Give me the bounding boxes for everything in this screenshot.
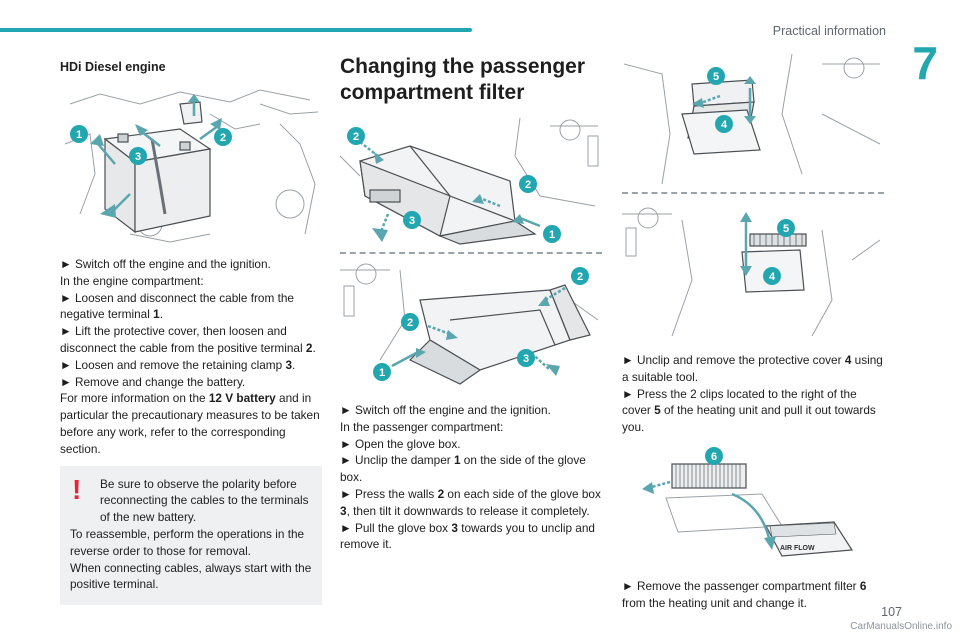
battery-more-info: For more information on the 12 V battery… xyxy=(60,391,320,456)
figure-divider-2 xyxy=(622,192,884,194)
glovebox2-callout-3-label: 3 xyxy=(523,353,529,365)
chapter-number: 7 xyxy=(912,37,938,89)
filter-title: Changing the passenger compartment filte… xyxy=(340,55,586,104)
callout-3-label: 3 xyxy=(135,151,141,163)
warning-line-2: To reassemble, perform the operations in… xyxy=(70,526,305,558)
watermark: CarManualsOnline.info xyxy=(850,621,952,632)
glovebox2-callout-3 xyxy=(517,349,535,367)
callout-2-badge xyxy=(214,128,232,146)
filter-instructions-1: ► Unclip and remove the protective cover… xyxy=(622,352,884,436)
glovebox-callout-3 xyxy=(403,211,421,229)
glovebox-callout-3-label: 3 xyxy=(409,215,415,227)
filter-step-2: ► Remove the passenger compartment filte… xyxy=(622,578,867,610)
battery-step-1: In the engine compartment: xyxy=(60,273,204,288)
warning-line-3: When connecting cables, always start wit… xyxy=(70,560,312,592)
battery-instructions: ► Switch off the engine and the ignition… xyxy=(60,256,322,458)
battery-title: HDi Diesel engine xyxy=(60,60,166,74)
glovebox-step-5: ► Pull the glove box 3 towards you to un… xyxy=(340,520,595,552)
glovebox2-callout-1 xyxy=(373,363,391,381)
cover-illustration-2: 5 4 xyxy=(622,207,881,337)
battery-figure: 1 3 2 xyxy=(60,84,322,246)
filter-step-1: ► Press the 2 clips located to the right… xyxy=(622,386,876,435)
filter-callout-6-label: 6 xyxy=(711,451,717,463)
glovebox-step-3: ► Unclip the damper 1 on the side of the… xyxy=(340,453,586,485)
glovebox-illustration-2: 2 2 3 1 xyxy=(340,263,599,385)
glovebox-callout-1-label: 1 xyxy=(549,229,555,241)
glovebox-instructions: ► Switch off the engine and the ignition… xyxy=(340,402,602,553)
column-glovebox: Changing the passenger compartment filte… xyxy=(340,54,602,553)
glovebox-callout-2b-label: 2 xyxy=(525,179,531,191)
callout-2-label: 2 xyxy=(220,132,226,144)
battery-step-3: ► Lift the protective cover, then loosen… xyxy=(60,324,316,355)
warning-box: ! Be sure to observe the polarity before… xyxy=(60,465,322,606)
glovebox-callout-2a-label: 2 xyxy=(353,131,359,143)
glovebox-step-4: ► Press the walls 2 on each side of the … xyxy=(340,486,601,518)
filter-illustration: AIR FLOW 6 xyxy=(642,446,854,557)
page-number: 107 xyxy=(881,605,902,619)
glovebox2-callout-2a xyxy=(571,267,589,285)
warning-icon: ! xyxy=(72,473,82,505)
column-battery: HDi Diesel engine xyxy=(60,54,322,606)
cover-callout-5 xyxy=(707,67,725,85)
filter-callout-6 xyxy=(705,446,723,465)
glovebox-callout-2b xyxy=(519,175,537,193)
glovebox-illustration-1: 2 2 3 1 xyxy=(340,117,599,245)
glovebox-step-1: In the passenger compartment: xyxy=(340,419,504,434)
cover2-callout-4 xyxy=(763,267,781,285)
column-filter: 5 4 xyxy=(622,54,884,612)
callout-1-badge xyxy=(70,125,88,143)
filter-figure: AIR FLOW 6 xyxy=(622,445,884,566)
cover-figure-2: 5 4 xyxy=(622,200,884,340)
glovebox-figure-2: 2 2 3 1 xyxy=(340,260,602,388)
filter-instructions-2: ► Remove the passenger compartment filte… xyxy=(622,578,884,612)
battery-step-0: ► Switch off the engine and the ignition… xyxy=(60,257,271,271)
airflow-label: AIR FLOW xyxy=(780,545,815,552)
cover2-callout-5-label: 5 xyxy=(783,223,789,235)
figure-divider xyxy=(340,252,602,254)
glovebox2-callout-2a-label: 2 xyxy=(577,271,583,283)
glovebox-step-0: ► Switch off the engine and the ignition… xyxy=(340,403,551,417)
glovebox2-callout-2b xyxy=(401,313,419,331)
cover2-callout-5 xyxy=(777,219,795,237)
section-title: Practical information xyxy=(772,24,886,38)
glovebox-callout-1 xyxy=(543,225,561,243)
filter-step-0: ► Unclip and remove the protective cover… xyxy=(622,353,883,384)
cover-illustration-1: 5 4 xyxy=(623,54,881,185)
cover-callout-4 xyxy=(715,115,733,133)
glovebox2-callout-1-label: 1 xyxy=(379,367,385,379)
glovebox2-callout-2b-label: 2 xyxy=(407,317,413,329)
callout-3-badge xyxy=(129,147,147,165)
warning-line-1: Be sure to observe the polarity before r… xyxy=(100,476,309,525)
glovebox-figure-1: 2 2 3 1 xyxy=(340,116,602,246)
callout-1-label: 1 xyxy=(76,129,82,141)
glovebox-callout-2a xyxy=(347,127,365,145)
header-rule xyxy=(0,28,472,32)
battery-step-5: ► Remove and change the battery. xyxy=(60,374,246,389)
cover-figure-1: 5 4 xyxy=(622,54,884,186)
glovebox-step-2: ► Open the glove box. xyxy=(340,436,461,451)
callout-badges: 1 3 2 xyxy=(70,125,232,165)
battery-step-2: ► Loosen and disconnect the cable from t… xyxy=(60,290,294,322)
battery-illustration: 1 3 2 xyxy=(64,89,319,243)
battery-step-4: ► Loosen and remove the retaining clamp … xyxy=(60,357,296,372)
cover2-callout-4-label: 4 xyxy=(769,271,776,283)
cover-callout-5-label: 5 xyxy=(713,71,719,83)
cover-callout-4-label: 4 xyxy=(721,119,728,131)
